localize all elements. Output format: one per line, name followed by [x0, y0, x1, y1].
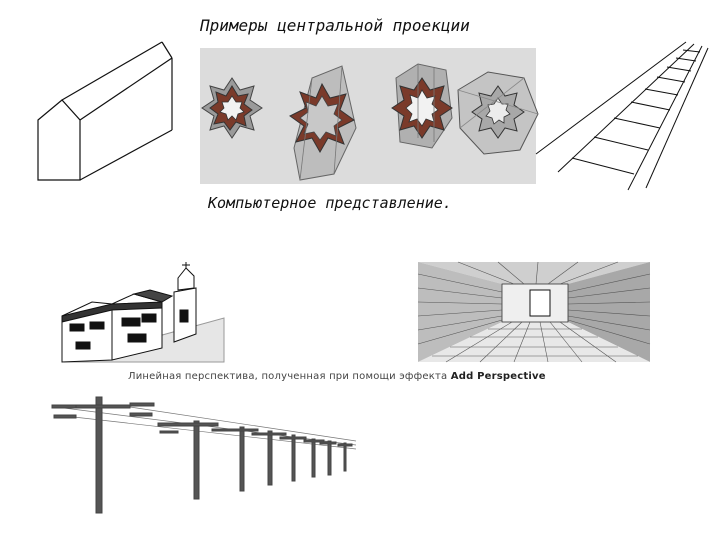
corridor-perspective-drawing [417, 261, 651, 363]
caption-text: Линейная перспектива, полученная при пом… [128, 371, 448, 382]
church-perspective-drawing [61, 262, 225, 363]
caption-effect-name: Add Perspective [450, 371, 546, 382]
perspective-caption: Линейная перспектива, полученная при пом… [128, 371, 658, 382]
computer-stars-panel [200, 48, 539, 184]
railway-track-drawing [535, 41, 709, 191]
telegraph-poles-drawing [51, 396, 357, 514]
slide-title: Примеры центральной проекции [200, 16, 470, 35]
house-prism-drawing [37, 41, 173, 181]
slide-subtitle: Компьютерное представление. [208, 194, 452, 212]
